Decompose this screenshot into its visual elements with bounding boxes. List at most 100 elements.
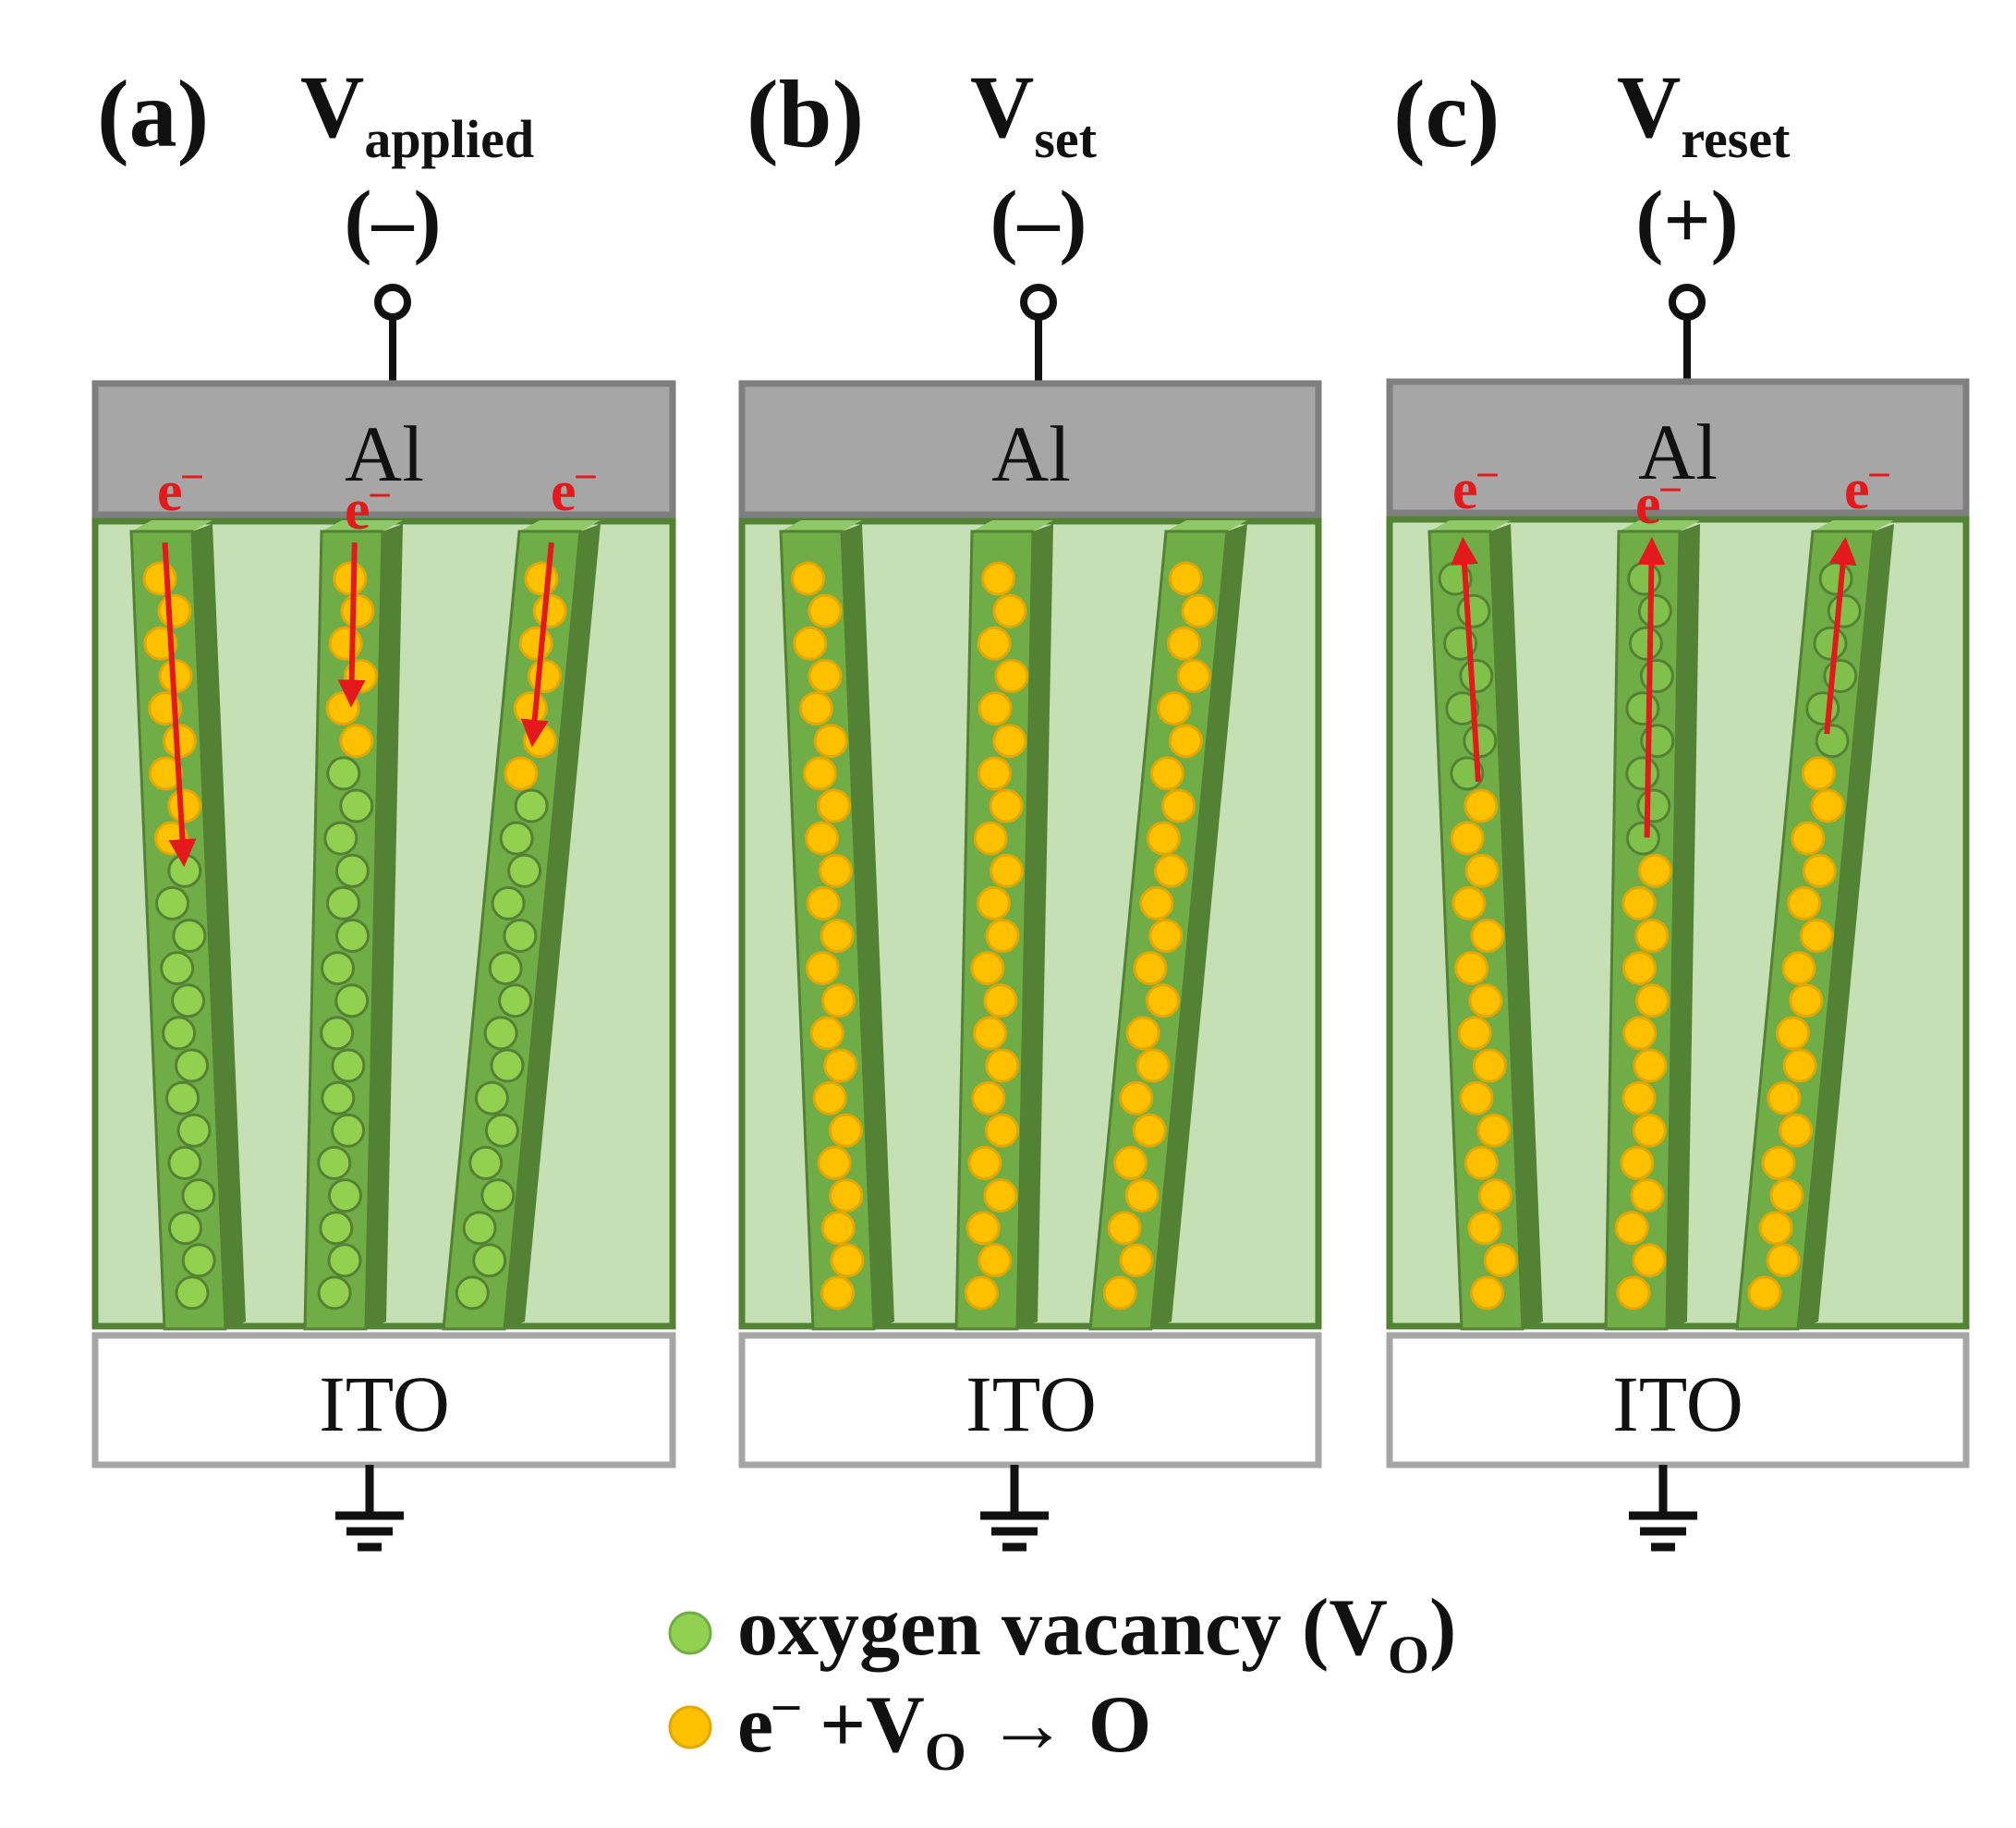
- vacancy-dot: [334, 983, 370, 1018]
- vacancy-dot: [1445, 691, 1480, 726]
- vacancy-dot: [317, 1275, 352, 1310]
- oxidized-dot: [1630, 1178, 1665, 1213]
- oxidized-dot: [528, 659, 562, 693]
- panel-a-terminal: [374, 284, 411, 384]
- oxidized-dot: [1483, 1243, 1518, 1278]
- oxidized-dot: [1154, 853, 1188, 888]
- oxidized-dot: [1454, 951, 1489, 986]
- vacancy-dot: [1625, 821, 1660, 856]
- oxidized-dot: [812, 1080, 847, 1115]
- panel-a-ground: [335, 1465, 404, 1552]
- oxidized-dot: [1761, 1145, 1796, 1180]
- panel-b-filament-1-side: [842, 524, 894, 1329]
- panel-c-filament-2-top: [1619, 520, 1700, 531]
- oxidized-dot: [1632, 1113, 1667, 1148]
- panel-c-filament-2-side: [1667, 524, 1700, 1329]
- panel-a-voltage-label: Vapplied: [300, 57, 534, 169]
- panel-a-al-label: Al: [345, 409, 424, 498]
- vacancy-dot: [320, 1016, 355, 1051]
- vacancy-dot: [480, 1178, 516, 1213]
- oxidized-dot: [1769, 1178, 1804, 1213]
- oxidized-dot: [1776, 1016, 1810, 1051]
- vacancy-dot: [331, 1113, 366, 1148]
- vacancy-dot: [1456, 593, 1491, 628]
- vacancy-dot: [514, 788, 549, 823]
- oxidized-dot: [1801, 756, 1836, 791]
- vacancy-dot: [167, 1145, 202, 1180]
- panel-c-voltage-label: Vreset: [1617, 57, 1791, 169]
- vacancy-dot: [168, 1211, 202, 1246]
- oxidized-dot: [524, 561, 559, 596]
- vacancy-dot: [335, 919, 370, 953]
- panel-a-electron-label-3: e–: [551, 453, 597, 523]
- oxidized-dot: [985, 919, 1020, 953]
- panel-a-filaments: [129, 520, 601, 1331]
- vacancy-dot: [321, 951, 355, 986]
- oxidized-dot: [1113, 1145, 1148, 1180]
- vacancy-dot: [162, 1016, 197, 1051]
- oxidized-dot: [994, 659, 1029, 693]
- oxidized-dot: [1157, 691, 1192, 726]
- vacancy-dot: [321, 1080, 356, 1115]
- oxidized-dot: [964, 1275, 999, 1310]
- panel-b-tag: (b): [747, 61, 864, 167]
- oxidized-dot: [808, 659, 843, 693]
- oxidized-dot: [1779, 1113, 1814, 1148]
- legend-vacancy-text: oxygen vacancy (VO): [737, 1583, 1456, 1685]
- oxidized-dot: [1767, 1080, 1802, 1115]
- panel-c-ito-label: ITO: [1612, 1359, 1743, 1448]
- oxidized-dot: [1457, 1016, 1492, 1051]
- oxidized-dot: [522, 724, 557, 759]
- panel-c-tag: (c): [1393, 61, 1500, 167]
- oxidized-dot: [981, 561, 1015, 596]
- vacancy-dot: [474, 1080, 509, 1115]
- panel-c-filament-1-side: [1490, 524, 1543, 1329]
- vacancy-dot: [327, 1243, 362, 1278]
- oxidized-dot: [157, 593, 192, 628]
- panel-a-filament-1-top: [131, 520, 213, 531]
- vacancy-dot: [1805, 691, 1840, 726]
- oxidized-dot: [1102, 1275, 1137, 1310]
- oxidized-dot: [1787, 885, 1822, 920]
- vacancy-dot: [507, 853, 542, 888]
- vacancy-dot: [488, 951, 523, 986]
- oxidized-dot: [1139, 885, 1174, 920]
- oxidized-dot: [142, 561, 177, 596]
- oxidized-dot: [1622, 951, 1657, 986]
- panel-a-electron-arrow-1: [162, 542, 197, 868]
- oxidized-dot: [1789, 983, 1824, 1018]
- panel-a-al-electrode: [91, 380, 676, 518]
- panel-a: (a) Vapplied (–) Al ITO e– e– e–: [91, 57, 676, 1552]
- vacancy-dot: [455, 1275, 490, 1310]
- oxidized-dot: [802, 756, 837, 791]
- panel-c-polarity: (+): [1635, 175, 1738, 266]
- vacancy-dot: [1636, 788, 1671, 823]
- oxidized-dot: [1167, 626, 1201, 661]
- vacancy-dot: [1627, 561, 1662, 596]
- oxidized-dot: [1766, 1243, 1801, 1278]
- oxidized-dot: [829, 1178, 864, 1213]
- oxidized-dot: [983, 983, 1018, 1018]
- panel-c-electron-arrow-3: [1824, 537, 1857, 735]
- oxidized-dot: [1472, 1048, 1507, 1083]
- panel-c-ground: [1629, 1465, 1697, 1552]
- vacancy-dot: [484, 1113, 519, 1148]
- oxidized-dot: [1107, 1211, 1142, 1246]
- oxidized-dot: [793, 626, 828, 661]
- panel-b-filaments: [779, 520, 1247, 1331]
- legend-oxidized-text: e– +VO → O: [737, 1675, 1151, 1782]
- oxidized-dot: [1635, 983, 1670, 1018]
- oxidized-dot: [992, 724, 1027, 759]
- oxidized-dot: [820, 919, 855, 953]
- oxidized-dot: [1464, 853, 1500, 888]
- oxidized-dot: [808, 593, 843, 628]
- oxidized-dot: [504, 756, 539, 791]
- vacancy-dot: [499, 821, 534, 856]
- vacancy-dot: [1463, 724, 1498, 759]
- vacancy-dot: [498, 983, 533, 1018]
- panel-c-terminal: [1669, 284, 1706, 382]
- oxidized-dot: [328, 626, 363, 661]
- panel-c-electron-label-3: e–: [1844, 451, 1890, 521]
- panel-c-al-electrode: [1386, 378, 1970, 517]
